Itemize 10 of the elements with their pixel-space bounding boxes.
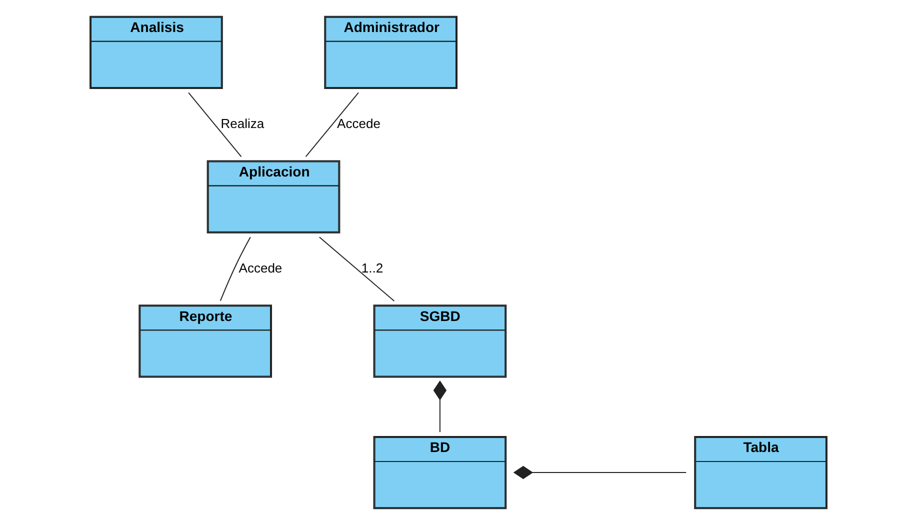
connector	[512, 466, 686, 480]
edge-label: Accede	[336, 116, 380, 132]
edge-label: Realiza	[220, 116, 264, 132]
connector	[188, 92, 242, 157]
connector	[304, 92, 358, 157]
edge-label: Accede	[238, 260, 282, 276]
connector	[318, 236, 394, 302]
connector	[432, 380, 446, 432]
edge-label: 1..2	[360, 260, 383, 276]
connector	[219, 236, 250, 301]
